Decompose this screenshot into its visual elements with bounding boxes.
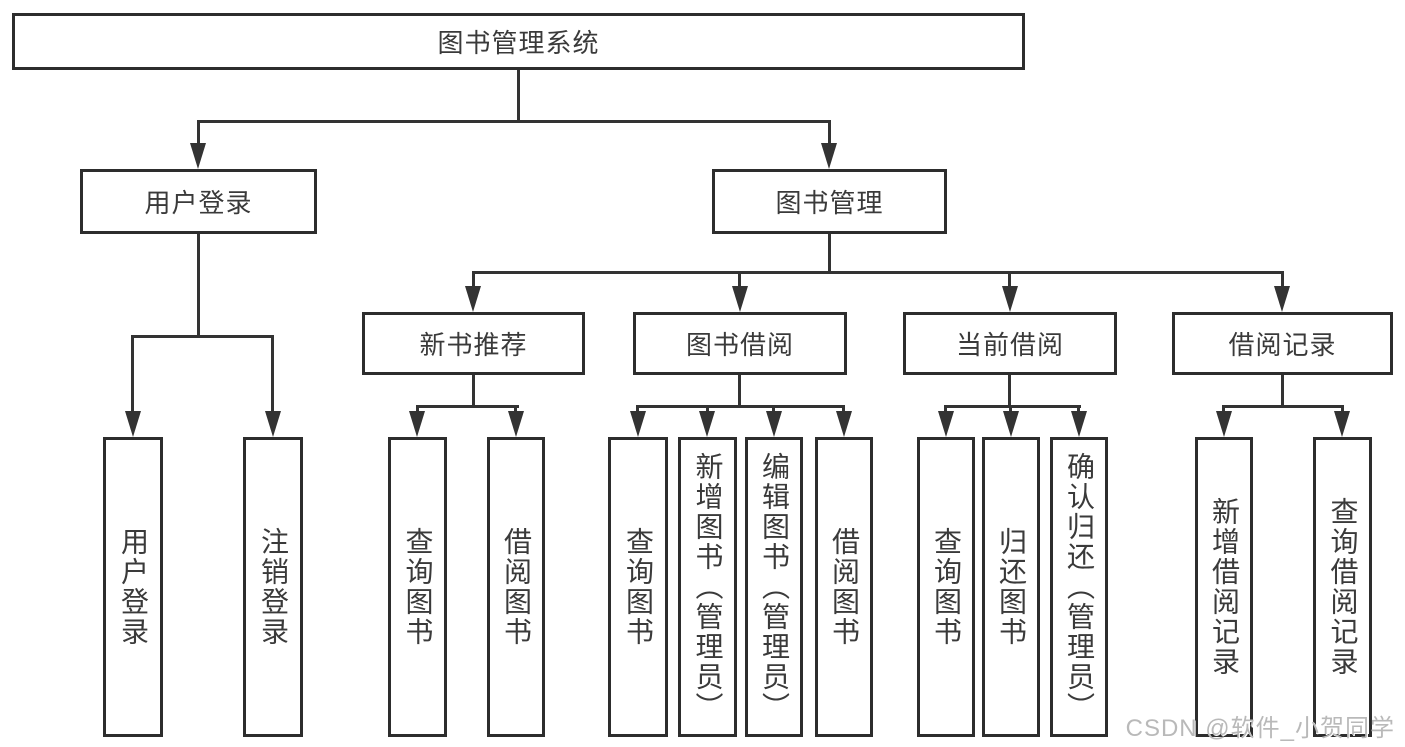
connector-stub-book-borrow xyxy=(738,271,741,289)
arrow-leaf-logout xyxy=(265,411,281,437)
connector-stub-query-record xyxy=(1341,405,1344,415)
leaf-add-book-admin-label: 新增图书（管理员） xyxy=(692,452,724,722)
connector-user-login-cross xyxy=(131,335,274,338)
connector-borrow-record-cross xyxy=(1222,405,1344,408)
arrow-new-book-recommend xyxy=(465,286,481,312)
node-book-borrow: 图书借阅 xyxy=(633,312,847,375)
connector-new-book-cross xyxy=(416,405,519,408)
arrow-query-book-borrow xyxy=(630,411,646,437)
connector-stub-query-recommend xyxy=(416,405,419,415)
arrow-query-book-recommend xyxy=(409,411,425,437)
arrow-leaf-user-login xyxy=(125,411,141,437)
leaf-query-book-current: 查询图书 xyxy=(917,437,975,737)
node-current-borrow-label: 当前借阅 xyxy=(955,330,1064,360)
leaf-confirm-return-admin-label: 确认归还（管理员） xyxy=(1064,452,1095,722)
connector-current-borrow-down xyxy=(1008,375,1011,408)
connector-root-cross xyxy=(197,120,831,123)
node-book-management: 图书管理 xyxy=(712,169,947,234)
node-book-borrow-label: 图书借阅 xyxy=(685,330,794,360)
leaf-add-borrow-record: 新增借阅记录 xyxy=(1195,437,1253,737)
leaf-edit-book-admin: 编辑图书（管理员） xyxy=(745,437,803,737)
leaf-query-borrow-record: 查询借阅记录 xyxy=(1313,437,1372,737)
node-root: 图书管理系统 xyxy=(12,13,1025,70)
connector-book-management-down xyxy=(828,234,831,274)
leaf-query-book-borrow: 查询图书 xyxy=(608,437,668,737)
node-root-label: 图书管理系统 xyxy=(437,28,600,58)
connector-current-borrow-cross xyxy=(944,405,1081,408)
node-current-borrow: 当前借阅 xyxy=(903,312,1117,375)
leaf-user-login: 用户登录 xyxy=(103,437,163,737)
leaf-user-login-label: 用户登录 xyxy=(118,527,149,647)
leaf-borrow-book-recommend: 借阅图书 xyxy=(487,437,545,737)
leaf-borrow-book: 借阅图书 xyxy=(815,437,873,737)
leaf-query-book-current-label: 查询图书 xyxy=(931,527,962,647)
node-user-login-label: 用户登录 xyxy=(144,188,253,218)
leaf-borrow-book-label: 借阅图书 xyxy=(829,527,860,647)
node-borrow-record: 借阅记录 xyxy=(1172,312,1393,375)
arrow-edit-book-admin xyxy=(766,411,782,437)
arrow-current-borrow xyxy=(1002,286,1018,312)
connector-stub-query-borrow xyxy=(636,405,639,415)
arrow-book-management xyxy=(821,143,837,169)
leaf-add-book-admin: 新增图书（管理员） xyxy=(678,437,737,737)
connector-stub-return-book xyxy=(1009,405,1012,415)
arrow-borrow-book xyxy=(836,411,852,437)
connector-book-borrow-down xyxy=(738,375,741,408)
leaf-query-borrow-record-label: 查询借阅记录 xyxy=(1327,497,1359,677)
connector-stub-user-login xyxy=(197,120,200,146)
connector-stub-borrow-book xyxy=(842,405,845,415)
arrow-add-book-admin xyxy=(699,411,715,437)
connector-stub-book-management xyxy=(828,120,831,146)
connector-borrow-record-down xyxy=(1281,375,1284,408)
leaf-edit-book-admin-label: 编辑图书（管理员） xyxy=(759,452,790,722)
arrow-confirm-return-admin xyxy=(1071,411,1087,437)
connector-stub-borrow-record xyxy=(1281,271,1284,289)
arrow-query-book-current xyxy=(938,411,954,437)
connector-new-book-down xyxy=(472,375,475,408)
arrow-user-login xyxy=(190,143,206,169)
leaf-logout: 注销登录 xyxy=(243,437,303,737)
arrow-add-borrow-record xyxy=(1216,411,1232,437)
connector-book-management-cross xyxy=(472,271,1284,274)
leaf-query-book-borrow-label: 查询图书 xyxy=(623,527,654,647)
connector-stub-confirm-return xyxy=(1077,405,1080,415)
node-new-book-recommend: 新书推荐 xyxy=(362,312,585,375)
arrow-return-book xyxy=(1003,411,1019,437)
connector-stub-query-current xyxy=(944,405,947,415)
node-borrow-record-label: 借阅记录 xyxy=(1228,330,1337,360)
connector-book-borrow-cross xyxy=(636,405,845,408)
connector-stub-new-book xyxy=(472,271,475,289)
arrow-borrow-book-recommend xyxy=(508,411,524,437)
node-new-book-recommend-label: 新书推荐 xyxy=(419,330,528,360)
leaf-confirm-return-admin: 确认归还（管理员） xyxy=(1050,437,1108,737)
csdn-watermark: CSDN @软件_小贺同学 xyxy=(1125,715,1395,742)
leaf-add-borrow-record-label: 新增借阅记录 xyxy=(1209,497,1240,677)
connector-user-login-down xyxy=(197,234,200,338)
leaf-return-book: 归还图书 xyxy=(982,437,1040,737)
connector-stub-leaf-user-login xyxy=(131,335,134,415)
connector-stub-borrow-recommend xyxy=(514,405,517,415)
leaf-query-book-recommend: 查询图书 xyxy=(388,437,447,737)
connector-stub-edit-book xyxy=(772,405,775,415)
connector-stub-add-record xyxy=(1222,405,1225,415)
node-user-login: 用户登录 xyxy=(80,169,317,234)
arrow-query-borrow-record xyxy=(1334,411,1350,437)
arrow-borrow-record xyxy=(1274,286,1290,312)
connector-root-down xyxy=(517,70,520,121)
connector-stub-current-borrow xyxy=(1008,271,1011,289)
node-book-management-label: 图书管理 xyxy=(775,188,884,218)
leaf-logout-label: 注销登录 xyxy=(258,527,289,647)
leaf-borrow-book-recommend-label: 借阅图书 xyxy=(501,527,532,647)
leaf-return-book-label: 归还图书 xyxy=(996,527,1027,647)
leaf-query-book-recommend-label: 查询图书 xyxy=(402,527,434,647)
connector-stub-leaf-logout xyxy=(271,335,274,415)
arrow-book-borrow xyxy=(732,286,748,312)
connector-stub-add-book xyxy=(706,405,709,415)
